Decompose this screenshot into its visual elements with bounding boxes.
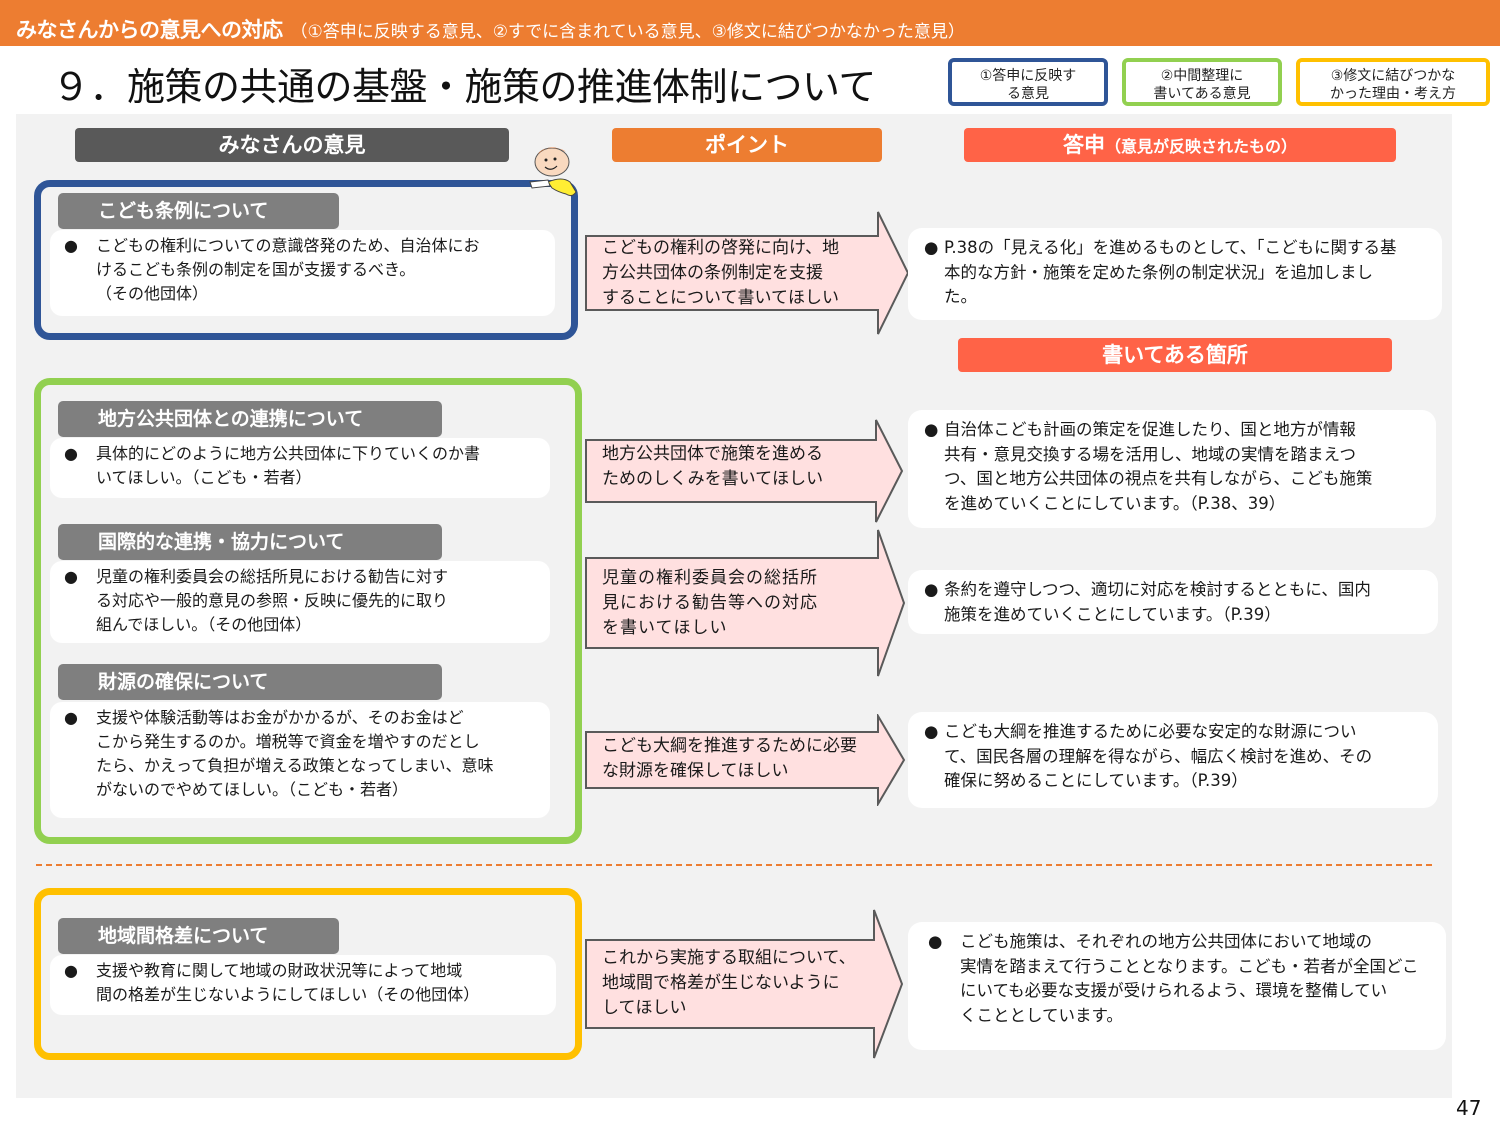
opinion-card: ● 支援や体験活動等はお金がかかるが、そのお金はど こから発生するのか。増税等で… <box>50 702 550 818</box>
legend-label: かった理由・考え方 <box>1330 86 1456 102</box>
legend-label: ③修文に結びつかな <box>1330 68 1456 84</box>
answer-text: P.38の「見える化」を進めるものとして、「こどもに関する基 <box>944 238 1397 257</box>
point-text: ためのしくみを書いてほしい <box>602 469 824 489</box>
legend-not-revised: ③修文に結びつかな かった理由・考え方 <box>1296 58 1490 106</box>
point-text: 地域間で格差が生じないように <box>602 973 840 993</box>
point-text: これから実施する取組について、 <box>602 948 856 968</box>
bullet-icon: ● <box>64 444 78 463</box>
topic-label: こども条例について <box>58 193 339 229</box>
opinion-text: （その他団体） <box>96 284 209 303</box>
opinion-text: がないのでやめてほしい。（こども・若者） <box>96 780 409 799</box>
page-number: 47 <box>1456 1096 1482 1120</box>
opinion-text: こから発生するのか。増税等で資金を増やすのだとし <box>96 732 480 751</box>
answer-card: ● こども施策は、それぞれの地方公共団体において地域の 実情を踏まえて行うことと… <box>908 922 1446 1050</box>
bullet-icon: ● <box>64 236 78 255</box>
answer-text: 実情を踏まえて行うこととなります。こども・若者が全国どこ <box>960 956 1419 976</box>
topic-label: 地域間格差について <box>58 918 339 954</box>
answer-text: にいても必要な支援が受けられるよう、環境を整備してい <box>960 981 1388 1000</box>
header-subtitle: （①答申に反映する意見、②すでに含まれている意見、③修文に結びつかなかった意見） <box>290 22 965 42</box>
point-text: こどもの権利の啓発に向け、地 <box>602 238 840 258</box>
answer-card: ● 自治体こども計画の策定を促進したり、国と地方が情報 共有・意見交換する場を活… <box>908 410 1436 528</box>
bullet-icon: ● <box>928 932 943 951</box>
bullet-icon: ● <box>924 420 939 439</box>
opinion-text: 支援や体験活動等はお金がかかるが、そのお金はど <box>96 708 464 727</box>
opinion-text: 児童の権利委員会の総括所見における勧告に対す <box>96 567 449 586</box>
point-text: することについて書いてほしい <box>602 288 839 308</box>
opinion-card: ● 児童の権利委員会の総括所見における勧告に対す る対応や一般的意見の参照・反映… <box>50 561 550 643</box>
opinion-card: ● 具体的にどのように地方公共団体に下りていくのか書 いてほしい。（こども・若者… <box>50 438 550 498</box>
section-divider <box>36 864 1432 866</box>
answer-text: 本的な方針・施策を定めた条例の制定状況」を追加しまし <box>944 262 1373 282</box>
opinions-header: みなさんの意見 <box>75 128 509 162</box>
answer-card: ● P.38の「見える化」を進めるものとして、「こどもに関する基 本的な方針・施… <box>908 228 1442 320</box>
opinion-text: 間の格差が生じないようにしてほしい（その他団体） <box>96 985 480 1004</box>
answer-text: 共有・意見交換する場を活用し、地域の実情を踏まえつ <box>944 444 1357 464</box>
answer-header-note: （意見が反映されたもの） <box>1104 137 1297 156</box>
legend-already-written: ②中間整理に 書いてある意見 <box>1122 58 1282 106</box>
opinion-text: 支援や教育に関して地域の財政状況等によって地域 <box>96 961 463 980</box>
opinion-text: いてほしい。（こども・若者） <box>96 468 312 487</box>
answer-text: て、国民各層の理解を得ながら、幅広く検討を進め、その <box>944 746 1373 766</box>
point-text: を書いてほしい <box>602 618 728 638</box>
answer-text: た。 <box>944 287 977 306</box>
point-arrow: こどもの権利の啓発に向け、地 方公共団体の条例制定を支援 することについて書いて… <box>584 210 910 336</box>
bullet-icon: ● <box>64 708 78 727</box>
answer-header-label: 答申 <box>1062 133 1105 157</box>
bullet-icon: ● <box>924 238 939 257</box>
answer-text: こども大綱を推進するために必要な安定的な財源につい <box>944 722 1357 741</box>
child-mascot-icon <box>522 142 582 198</box>
answer-text: 条約を遵守しつつ、適切に対応を検討するとともに、国内 <box>944 580 1371 599</box>
topic-label: 財源の確保について <box>58 664 442 700</box>
bullet-icon: ● <box>924 722 939 741</box>
point-text: 方公共団体の条例制定を支援 <box>602 263 823 283</box>
answer-card: ● 条約を遵守しつつ、適切に対応を検討するとともに、国内 施策を進めていくことに… <box>908 570 1438 634</box>
bullet-icon: ● <box>64 961 78 980</box>
answer-card: ● こども大綱を推進するために必要な安定的な財源につい て、国民各層の理解を得な… <box>908 712 1438 808</box>
opinion-card: ● こどもの権利についての意識啓発のため、自治体にお けるこども条例の制定を国が… <box>50 230 555 316</box>
legend-label: る意見 <box>1007 86 1049 102</box>
opinion-text: けるこども条例の制定を国が支援するべき。 <box>96 260 416 279</box>
header-bar: みなさんからの意見への対応 （①答申に反映する意見、②すでに含まれている意見、③修… <box>0 0 1500 46</box>
point-arrow: 児童の権利委員会の総括所 見における勧告等への対応 を書いてほしい <box>584 528 906 678</box>
answer-header: 答申（意見が反映されたもの） <box>964 128 1396 162</box>
opinion-card: ● 支援や教育に関して地域の財政状況等によって地域 間の格差が生じないようにして… <box>50 955 556 1015</box>
page-title: ９．施策の共通の基盤・施策の推進体制について <box>52 65 876 109</box>
opinion-text: たら、かえって負担が増える政策となってしまい、意味 <box>96 756 494 775</box>
bullet-icon: ● <box>924 580 939 599</box>
answer-text: 確保に努めることにしています。（P.39） <box>944 771 1248 790</box>
header-title: みなさんからの意見への対応 <box>16 18 283 42</box>
point-arrow: こども大綱を推進するために必要 な財源を確保してほしい <box>584 714 906 806</box>
point-text: 児童の権利委員会の総括所 <box>602 568 818 588</box>
point-header: ポイント <box>612 128 882 162</box>
legend-label: 書いてある意見 <box>1153 86 1251 102</box>
answer-text: つ、国と地方公共団体の視点を共有しながら、こども施策 <box>944 469 1373 488</box>
legend-label: ①答申に反映す <box>979 68 1077 84</box>
point-arrow: 地方公共団体で施策を進める ためのしくみを書いてほしい <box>584 418 904 524</box>
opinion-text: る対応や一般的意見の参照・反映に優先的に取り <box>96 591 449 610</box>
answer-text: くこととしています。 <box>960 1005 1123 1025</box>
point-text: な財源を確保してほしい <box>602 761 789 781</box>
point-arrow: これから実施する取組について、 地域間で格差が生じないように してほしい <box>584 908 906 1060</box>
point-text: 見における勧告等への対応 <box>602 593 818 613</box>
topic-label: 国際的な連携・協力について <box>58 524 442 560</box>
answer-text: こども施策は、それぞれの地方公共団体において地域の <box>960 932 1373 951</box>
answer-text: 施策を進めていくことにしています。（P.39） <box>944 604 1281 624</box>
bullet-icon: ● <box>64 567 78 586</box>
point-text: してほしい <box>602 998 687 1018</box>
legend-reflected: ①答申に反映す る意見 <box>948 58 1108 106</box>
point-text: こども大綱を推進するために必要 <box>602 736 857 756</box>
answer-text: 自治体こども計画の策定を促進したり、国と地方が情報 <box>944 420 1356 439</box>
opinion-text: 具体的にどのように地方公共団体に下りていくのか書 <box>96 444 481 463</box>
written-location-header: 書いてある箇所 <box>958 338 1392 372</box>
point-text: 地方公共団体で施策を進める <box>602 444 823 464</box>
answer-text: を進めていくことにしています。（P.38、39） <box>944 493 1286 513</box>
legend-label: ②中間整理に <box>1160 68 1244 84</box>
opinion-text: 組んでほしい。（その他団体） <box>96 615 312 634</box>
opinion-text: こどもの権利についての意識啓発のため、自治体にお <box>96 236 480 255</box>
topic-label: 地方公共団体との連携について <box>58 401 442 437</box>
